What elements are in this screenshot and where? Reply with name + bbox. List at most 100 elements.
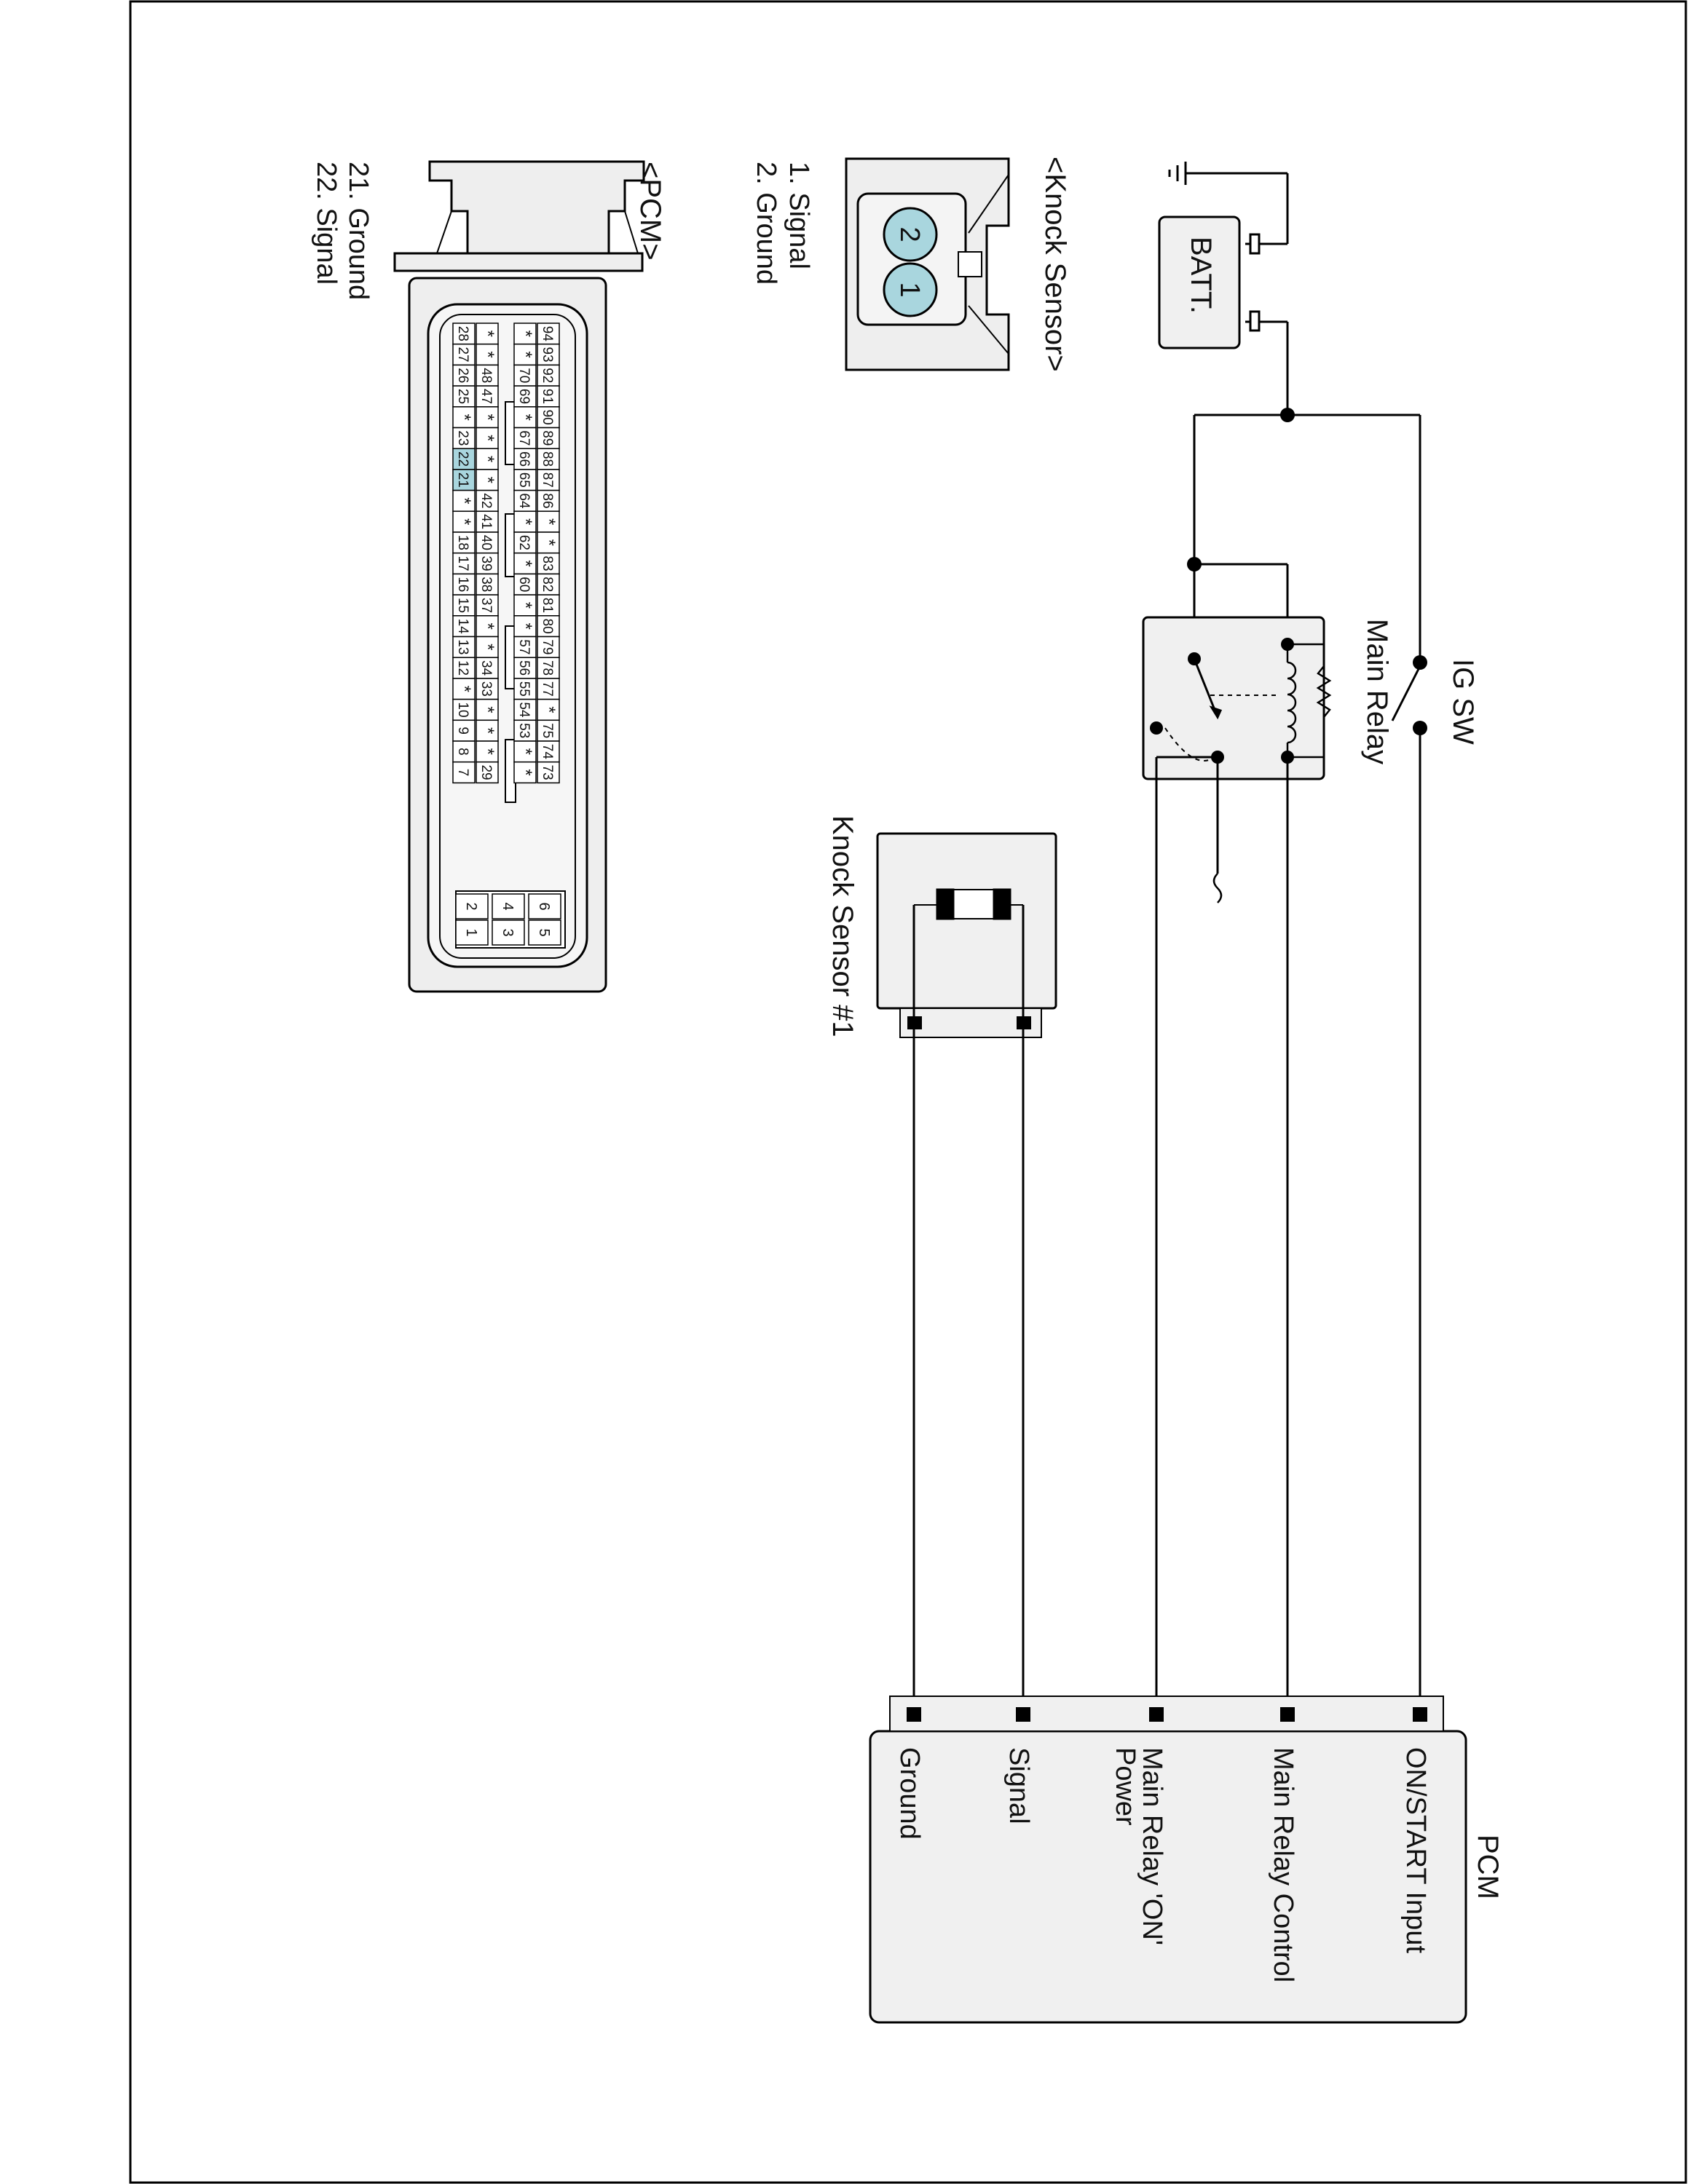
pcm-pin-number: 57 <box>516 639 532 654</box>
knock-connector-title: <Knock Sensor> <box>1039 157 1071 372</box>
pcm-pin-number: * <box>454 497 474 504</box>
pcm-pin-number: 28 <box>455 326 470 341</box>
pcm-pin-number: * <box>516 518 535 525</box>
pcm-pin-signal: Signal <box>1003 1747 1034 1824</box>
pcm-pin-number: * <box>516 560 535 566</box>
pcm-pin-number: 23 <box>455 430 470 446</box>
knock-pin-2: 2 <box>894 226 925 242</box>
pcm-pin-number: 27 <box>455 347 470 362</box>
pcm-pin-number: 15 <box>455 598 470 613</box>
pcm-pin-number: * <box>516 351 535 357</box>
pcm-pin-cell: 53 <box>513 719 537 742</box>
pcm-pin-cell: 37 <box>476 594 499 617</box>
pcm-pin-number: * <box>478 706 497 713</box>
pcm-pin-cell: 62 <box>513 531 537 554</box>
pcm-pin-number: * <box>516 331 535 337</box>
pcm-pin-number: 78 <box>540 660 555 676</box>
pcm-pin-cell: 15 <box>452 594 476 617</box>
pcm-pin-number: 29 <box>478 764 494 780</box>
pcm-pin-cell: * <box>513 615 537 638</box>
pcm-pin-number: * <box>478 435 497 441</box>
pcm-pin-cell: 64 <box>513 489 537 513</box>
pcm-pin-number: * <box>516 769 535 775</box>
pcm-pin-cell: * <box>452 406 476 429</box>
pcm-pin-cell: 48 <box>476 364 499 387</box>
pcm-pin-relay-control: Main Relay Control <box>1268 1747 1298 1982</box>
pcm-pin-labels: ON/START Input Main Relay Control Main R… <box>894 1747 1431 1982</box>
pcm-pin-cell: 34 <box>476 657 499 679</box>
pcm-pin-number: * <box>478 644 497 650</box>
pcm-pin-number: 70 <box>516 368 532 383</box>
knock-sensor <box>876 832 1057 1010</box>
pcm-title: PCM <box>1472 1835 1504 1899</box>
pcm-pin-cell: * <box>476 698 499 721</box>
pcm-small-pin-cell <box>455 919 489 946</box>
page-frame <box>129 0 1687 2184</box>
pcm-legend-1: 21. Ground <box>343 162 374 300</box>
pcm-pin-cell: * <box>476 343 499 366</box>
knock-legend-1: 1. Signal <box>784 162 814 269</box>
pcm-pin-number: * <box>478 622 497 629</box>
pcm-small-pin-number: 2 <box>463 902 479 910</box>
pcm-pin-number: 9 <box>455 727 470 735</box>
pcm-pin-cell: 39 <box>476 552 499 575</box>
pcm-pin-number: 39 <box>478 555 494 571</box>
pcm-pin-number: 55 <box>516 681 532 697</box>
pcm-pin-cell: 88 <box>537 448 560 470</box>
pcm-pin-cell: 42 <box>476 489 499 513</box>
pcm-pin-cell: * <box>476 469 499 491</box>
pcm-pin-cell: * <box>513 323 537 345</box>
pcm-small-pin-cell <box>492 919 525 946</box>
pcm-pin-cell: * <box>476 719 499 742</box>
pcm-pin-number: 83 <box>540 555 555 571</box>
pcm-pin-cell: 33 <box>476 678 499 700</box>
pcm-pin-cell: 18 <box>452 531 476 554</box>
pcm-pin-number: 88 <box>540 451 555 467</box>
ig-sw-label: IG SW <box>1447 659 1479 745</box>
pcm-pin-cell: 38 <box>476 573 499 596</box>
pcm-pin-number: 64 <box>516 493 532 509</box>
pcm-pin-number: 37 <box>478 598 494 613</box>
pcm-pin-cell: * <box>537 510 560 533</box>
pcm-pin-number: 81 <box>540 598 555 613</box>
pcm-pin-relay-on: Main Relay 'ON' <box>1137 1747 1167 1945</box>
pcm-pin-cell: 47 <box>476 385 499 408</box>
pcm-pin-number: 53 <box>516 723 532 738</box>
pcm-pin-number: 82 <box>540 577 555 592</box>
pcm-pin-number: 16 <box>455 577 470 592</box>
pcm-module <box>869 1730 1467 2024</box>
pcm-pin-cell: 75 <box>537 719 560 742</box>
pcm-pin-number: * <box>454 686 474 692</box>
pcm-pin-number: * <box>516 602 535 609</box>
pcm-pin-number: 90 <box>540 410 555 425</box>
pcm-small-pin-cell <box>455 893 489 919</box>
pcm-pin-cell: * <box>513 406 537 429</box>
pcm-pin-cell: * <box>513 740 537 763</box>
pcm-pin-cell: * <box>476 448 499 470</box>
pcm-pin-number: 60 <box>516 577 532 592</box>
pcm-pin-cell: 77 <box>537 678 560 700</box>
pcm-pin-number: * <box>539 518 559 525</box>
pcm-pin-number: 66 <box>516 451 532 467</box>
pcm-pin-cell: 87 <box>537 469 560 491</box>
pcm-pin-number: 47 <box>478 389 494 404</box>
pcm-pin-number: 54 <box>516 702 532 718</box>
pcm-pin-number: 93 <box>540 347 555 362</box>
pcm-pin-number: 65 <box>516 472 532 488</box>
pcm-pin-number: 79 <box>540 639 555 654</box>
pcm-pin-number: 12 <box>455 660 470 676</box>
pcm-pin-cell: 57 <box>513 636 537 658</box>
pcm-pin-number: 56 <box>516 660 532 676</box>
pcm-pin-number: 14 <box>455 619 470 635</box>
pcm-pin-number: * <box>478 331 497 337</box>
pcm-pin-cell: 80 <box>537 615 560 638</box>
pcm-pin-cell: * <box>537 698 560 721</box>
pcm-pin-cell: 14 <box>452 615 476 638</box>
pcm-pin-cell: 17 <box>452 552 476 575</box>
pcm-pin-cell: 7 <box>452 761 476 784</box>
pcm-pin-number: 38 <box>478 577 494 592</box>
pcm-pin-grid: 949392919089888786**83828180797877*75747… <box>452 323 560 784</box>
pcm-pin-number: * <box>478 351 497 357</box>
pcm-pin-number: 13 <box>455 639 470 654</box>
pcm-pin-number: * <box>539 706 559 713</box>
